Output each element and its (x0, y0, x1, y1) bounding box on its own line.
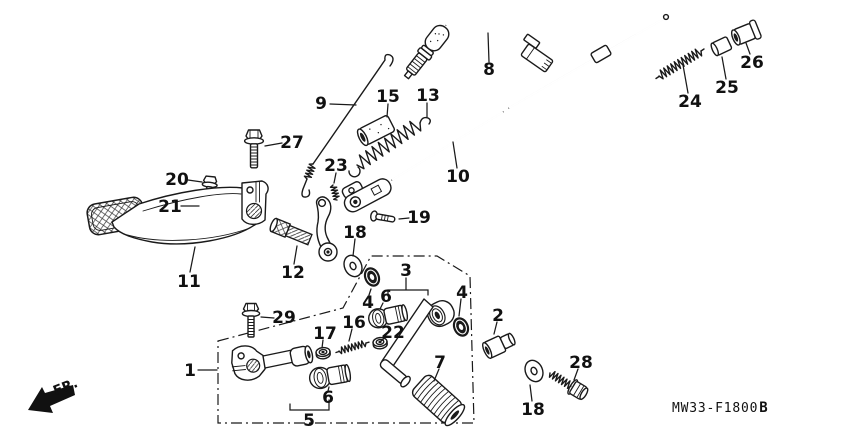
part-11-brake-pedal-drawing (86, 180, 269, 245)
part-label-2: 2 (492, 306, 504, 326)
part-label-18b: 18 (521, 400, 545, 420)
bracket-part-5 (289, 399, 330, 411)
part-label-9: 9 (315, 94, 327, 114)
coil-graphic (548, 370, 572, 389)
part-6-ball-joint-b-drawing (308, 363, 352, 390)
part-4-grommet-a-drawing (363, 267, 381, 287)
fr-direction-indicator: FR. (28, 375, 80, 413)
part-12-spindle-drawing (269, 196, 338, 262)
part-label-17: 17 (313, 324, 337, 344)
part-25-collar-drawing (710, 36, 733, 57)
diagram-code: MW33-F1800B (672, 400, 769, 416)
part-2-collar-drawing (482, 332, 516, 360)
bracket-part-3 (387, 277, 429, 297)
part-label-21: 21 (158, 197, 182, 217)
part-label-20: 20 (165, 170, 189, 190)
part-label-16: 16 (342, 313, 366, 333)
fr-label: FR. (51, 375, 80, 399)
coil-graphic (338, 340, 367, 355)
coil-graphic (329, 184, 340, 201)
assembly-box (217, 255, 475, 424)
part-15-collar-drawing (356, 115, 396, 147)
part-label-4a: 4 (362, 293, 374, 313)
part-3-gearshift-arm-drawing (379, 298, 455, 388)
part-label-8: 8 (483, 60, 495, 80)
part-26-joint-nut-drawing (730, 19, 762, 46)
spring-coils (303, 48, 703, 389)
part-label-3: 3 (400, 261, 412, 281)
part-label-27: 27 (280, 133, 304, 153)
part-label-5: 5 (303, 411, 315, 431)
part-17-nut-drawing (315, 346, 331, 360)
part-7-pedal-rubber-drawing (411, 374, 466, 427)
switch-connector (520, 43, 554, 73)
part-label-26: 26 (740, 53, 764, 73)
part-6-ball-joint-a-drawing (368, 304, 409, 329)
part-label-7: 7 (434, 353, 446, 373)
part-18-washer-b-drawing (524, 359, 544, 383)
leader-lines (180, 32, 751, 411)
part-29-bolt-drawing (241, 302, 261, 338)
part-label-25: 25 (715, 78, 739, 98)
part-4-grommet-b-drawing (452, 317, 470, 337)
part-label-22: 22 (381, 323, 405, 343)
part-label-10: 10 (446, 167, 470, 187)
part-label-11: 11 (177, 272, 201, 292)
part-label-18a: 18 (343, 223, 367, 243)
coil-graphic (303, 163, 316, 180)
part-label-6b: 6 (322, 388, 334, 408)
part-label-6a: 6 (380, 287, 392, 307)
coil-graphic (658, 48, 703, 80)
part-label-28: 28 (569, 353, 593, 373)
part-19-pin-drawing (370, 210, 396, 223)
part-10-clevis-drawing (341, 178, 392, 213)
part-label-4b: 4 (456, 283, 468, 303)
part-27-bolt-drawing (243, 129, 265, 169)
part-label-24: 24 (678, 92, 702, 112)
part-18-washer-a-drawing (343, 254, 363, 278)
part-28-bolt-drawing (567, 379, 589, 401)
part-5-shift-arm-drawing (231, 345, 314, 381)
part-label-12: 12 (281, 263, 305, 283)
part-label-23: 23 (324, 156, 348, 176)
part-label-19: 19 (407, 208, 431, 228)
part-label-1: 1 (184, 361, 196, 381)
part-label-15: 15 (376, 87, 400, 107)
part-label-29: 29 (272, 308, 296, 328)
part-9-switch-spring-drawing (301, 53, 394, 198)
part-label-13: 13 (416, 86, 440, 106)
coil-graphic (356, 120, 422, 170)
fr-arrow-icon (28, 385, 75, 413)
part-8-stop-switch-drawing (403, 3, 554, 80)
part-13-spring-drawing (348, 116, 431, 178)
part-10-rod-drawing (391, 13, 670, 181)
